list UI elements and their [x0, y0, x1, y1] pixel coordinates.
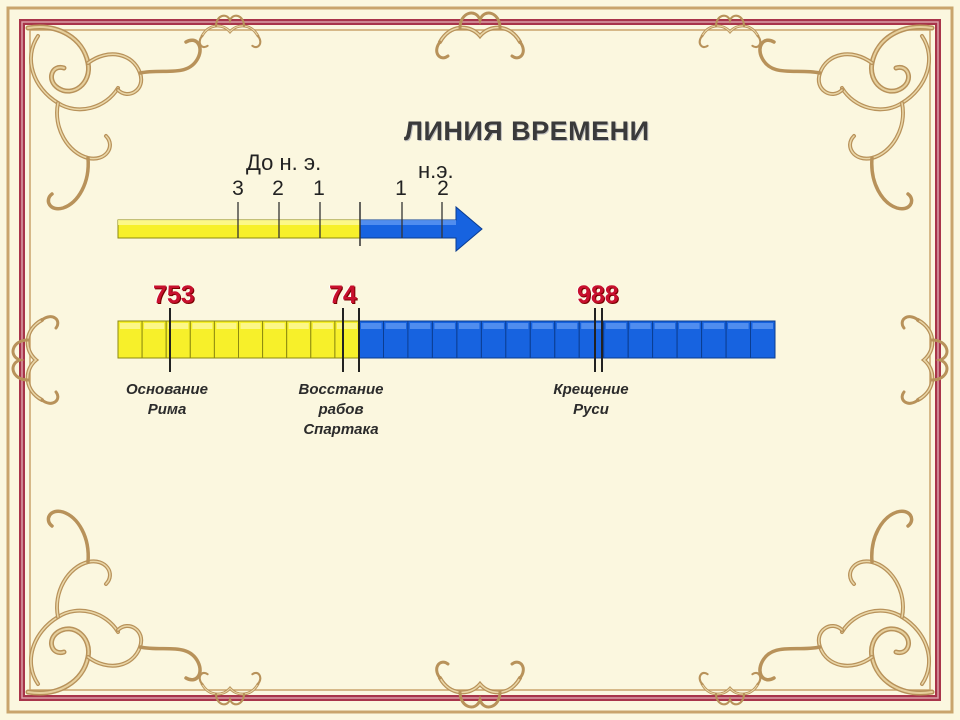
era-bc-label: До н. э.: [246, 150, 322, 175]
event-line: Основание: [125, 381, 208, 398]
tick-label-bc-3: 3: [232, 177, 244, 200]
tick-label-ad-2: 2: [437, 177, 449, 200]
event-line: Восстание: [298, 381, 384, 398]
event-founding-rome: Основание Рима: [112, 380, 222, 420]
tick-label-ad-1: 1: [395, 177, 407, 200]
event-baptism-rus: Крещение Руси: [536, 380, 646, 420]
era-ad-label: н.э.: [418, 158, 454, 183]
event-line: рабов: [318, 401, 364, 418]
bc-cells: [117, 320, 360, 359]
year-label-753: 753: [153, 281, 195, 309]
year-label-74: 74: [329, 281, 357, 309]
event-spartacus-revolt: Восстание рабов Спартака: [286, 380, 396, 440]
tick-label-bc-1: 1: [313, 177, 325, 200]
year-label-988: 988: [577, 281, 619, 309]
ad-arrow: [359, 205, 483, 253]
ad-cells: [358, 320, 776, 359]
event-line: Руси: [573, 401, 609, 418]
event-line: Крещение: [553, 381, 629, 398]
event-line: Рима: [147, 401, 187, 418]
event-line: Спартака: [303, 421, 379, 438]
tick-label-bc-2: 2: [272, 177, 284, 200]
page-title: ЛИНИЯ ВРЕМЕНИ: [404, 116, 650, 146]
